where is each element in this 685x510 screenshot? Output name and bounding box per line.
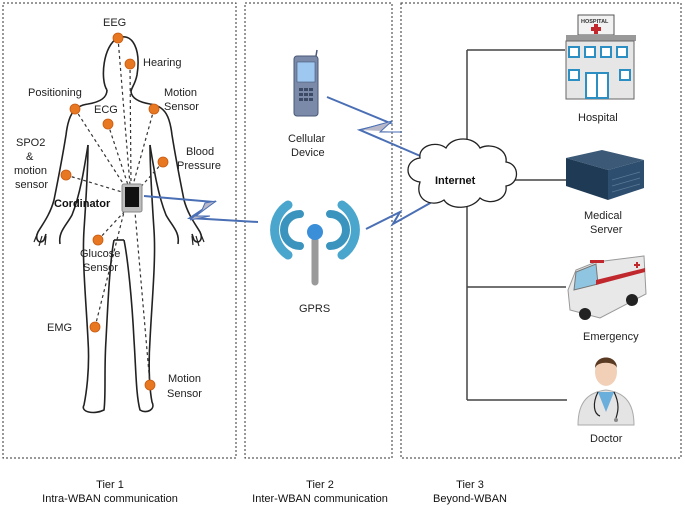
- label-motion-upper-1: Motion: [164, 87, 197, 99]
- label-cellular-1: Cellular: [288, 133, 326, 145]
- label-hospital: Hospital: [578, 112, 618, 124]
- label-ecg: ECG: [94, 104, 118, 116]
- label-spo2-2: &: [26, 151, 34, 163]
- sensor-motion-lower: [144, 379, 156, 391]
- wireless-link-coordinator-gprs: [143, 195, 259, 223]
- label-glucose-1: Glucose: [80, 248, 120, 260]
- label-motion-lower-1: Motion: [168, 373, 201, 385]
- hospital-icon: HOSPITAL: [565, 14, 636, 100]
- label-doctor: Doctor: [590, 433, 623, 445]
- tier2-title: Tier 2: [306, 479, 334, 491]
- tier1-title: Tier 1: [96, 479, 124, 491]
- label-hearing: Hearing: [143, 57, 182, 69]
- tier2-box: [244, 2, 393, 459]
- sensor-eeg: [112, 32, 124, 44]
- label-gprs: GPRS: [299, 303, 330, 315]
- tier3-title: Tier 3: [456, 479, 484, 491]
- coordinator-device: [121, 183, 143, 213]
- tier1-box: [2, 2, 237, 459]
- gprs-antenna-icon: [270, 200, 360, 286]
- tier1-subtitle: Intra-WBAN communication: [42, 493, 178, 505]
- sensor-hearing: [124, 58, 136, 70]
- wireless-link-gprs-internet: [365, 201, 433, 230]
- label-medical-server-1: Medical: [584, 210, 622, 222]
- label-cellular-2: Device: [291, 147, 325, 159]
- label-glucose-2: Sensor: [83, 262, 118, 274]
- wireless-link-cellular-internet: [326, 96, 426, 159]
- internet-cloud-icon: [407, 138, 518, 208]
- tier2-subtitle: Inter-WBAN communication: [252, 493, 388, 505]
- network-lines: [466, 49, 567, 401]
- tier2-caption: Tier 2 Inter-WBAN communication: [240, 478, 400, 506]
- human-body-outline: [35, 36, 203, 414]
- label-spo2-1: SPO2: [16, 137, 45, 149]
- sensor-blood-pressure: [157, 156, 169, 168]
- sensor-spo2: [60, 169, 72, 181]
- label-emg: EMG: [47, 322, 72, 334]
- sensor-ecg: [102, 118, 114, 130]
- tier3-caption: Tier 3 Beyond-WBAN: [410, 478, 530, 506]
- doctor-icon: [577, 357, 635, 426]
- label-emergency: Emergency: [583, 331, 639, 343]
- sensor-dots: [60, 32, 169, 391]
- sensor-motion-upper: [148, 103, 160, 115]
- label-spo2-4: sensor: [15, 179, 48, 191]
- cellular-device-icon: [293, 49, 319, 117]
- label-spo2-3: motion: [14, 165, 47, 177]
- label-coordinator: Cordinator: [54, 198, 111, 210]
- label-internet: Internet: [435, 175, 476, 187]
- label-medical-server-2: Server: [590, 224, 623, 236]
- sensor-emg: [89, 321, 101, 333]
- hospital-sign-text: HOSPITAL: [581, 19, 609, 25]
- label-blood-pressure-2: Pressure: [177, 160, 221, 172]
- label-eeg: EEG: [103, 17, 126, 29]
- tier3-subtitle: Beyond-WBAN: [433, 493, 507, 505]
- sensor-glucose: [92, 234, 104, 246]
- label-blood-pressure-1: Blood: [186, 146, 214, 158]
- hands: [33, 231, 205, 247]
- label-positioning: Positioning: [28, 87, 82, 99]
- label-motion-upper-2: Sensor: [164, 101, 199, 113]
- tier1-caption: Tier 1 Intra-WBAN communication: [30, 478, 190, 506]
- label-motion-lower-2: Sensor: [167, 388, 202, 400]
- tier3-box: [400, 2, 682, 459]
- ambulance-icon: [567, 255, 647, 320]
- medical-server-icon: [566, 150, 644, 200]
- sensor-positioning: [69, 103, 81, 115]
- sensor-links: [65, 37, 164, 386]
